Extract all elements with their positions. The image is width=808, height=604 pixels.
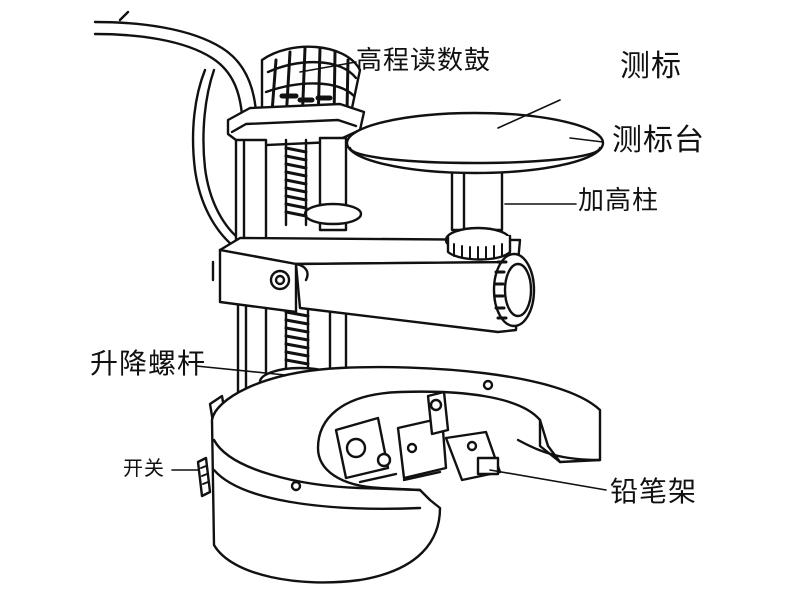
label-target-stage: 测标台 — [612, 123, 705, 158]
label-lift-screw: 升降螺杆 — [90, 347, 207, 380]
target-stage — [345, 111, 605, 175]
switch — [196, 456, 212, 498]
arm-knob — [492, 252, 536, 328]
guide-post — [303, 136, 363, 377]
lift-screw — [284, 138, 310, 374]
label-target: 测标 — [620, 49, 682, 84]
leader-lines — [171, 61, 607, 491]
label-pencil-holder: 铅笔架 — [610, 475, 698, 508]
label-reading-drum: 高程读数鼓 — [356, 46, 492, 76]
carriage-arm — [211, 236, 522, 334]
base — [210, 365, 602, 584]
label-switch: 开关 — [123, 456, 165, 480]
extension-post — [444, 170, 512, 261]
power-cable — [93, 10, 258, 247]
label-extension-post: 加高柱 — [578, 186, 660, 216]
pencil-holder — [334, 390, 502, 484]
